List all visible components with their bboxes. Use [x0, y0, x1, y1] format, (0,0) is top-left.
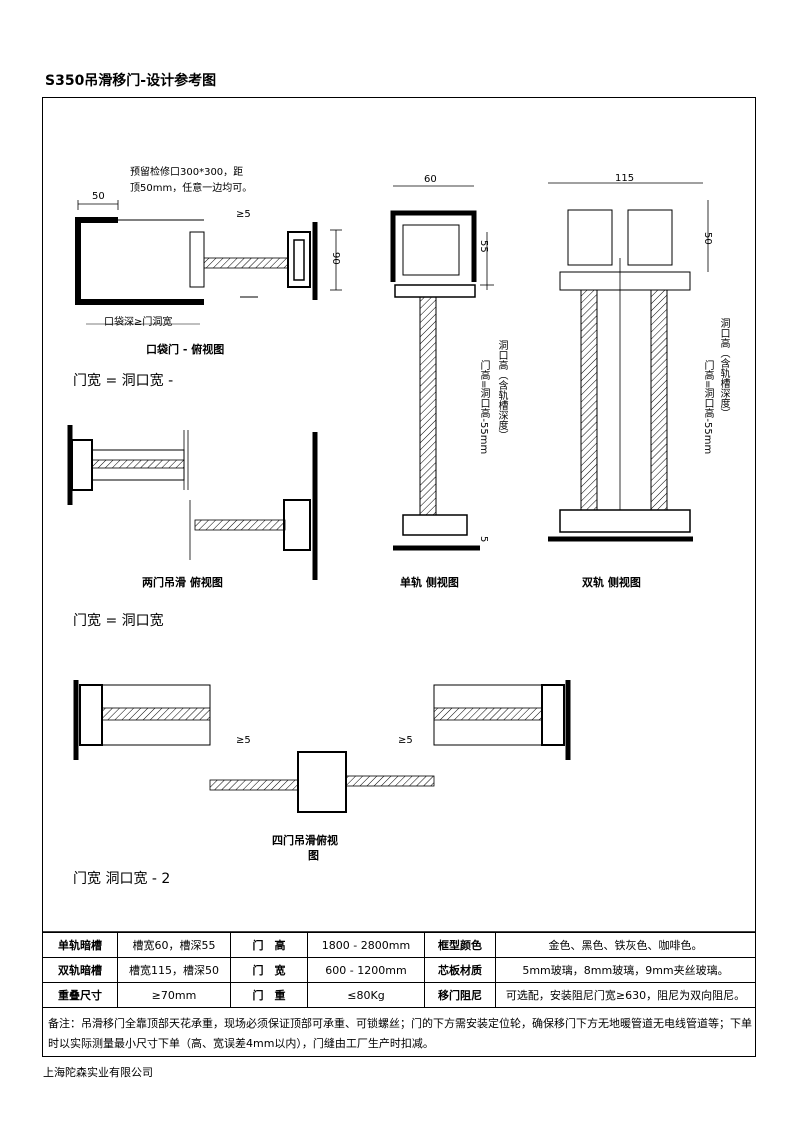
table-cell: 重叠尺寸 [42, 982, 118, 1008]
dim-label: 50 [702, 232, 713, 245]
dim-label: ≥5 [236, 209, 251, 220]
reserve-note-line-1: 预留检修口300*300，距 [130, 167, 244, 178]
double-rail-caption: 双轨 侧视图 [582, 576, 641, 589]
pocket-door-caption: 口袋门 - 俯视图 [146, 343, 225, 356]
double-rail-side-view [548, 182, 709, 542]
four-door-top-view [73, 680, 571, 813]
spec-table: 单轨暗槽 槽宽60，槽深55 门 高 1800 - 2800mm 框型颜色 金色… [42, 932, 756, 1008]
table-cell: 可选配，安装阻尼门宽≥630，阻尼为双向阻尼。 [495, 982, 756, 1008]
single-rail-side-view [390, 185, 494, 551]
dim-label: 5 [478, 536, 489, 543]
dim-label: 60 [424, 174, 437, 185]
dim-label: 115 [615, 173, 635, 184]
dim-label: ≥5 [236, 735, 251, 746]
table-cell: 移门阻尼 [424, 982, 496, 1008]
dim-label: 55 [478, 240, 489, 253]
two-door-top-view [67, 425, 318, 580]
drawing-frame [42, 97, 756, 1057]
page-title: S350吊滑移门-设计参考图 [45, 73, 217, 89]
table-cell: 双轨暗槽 [42, 957, 118, 983]
remarks: 备注：吊滑移门全靠顶部天花承重，现场必须保证顶部可承重、可锁螺丝；门的下方需安装… [48, 1017, 752, 1050]
table-cell: ≥70mm [117, 982, 231, 1008]
table-cell: 槽宽115，槽深50 [117, 957, 231, 983]
two-door-caption: 两门吊滑 俯视图 [142, 576, 223, 589]
four-door-formula: 门宽 洞口宽 - 2 [73, 871, 171, 887]
single-rail-opening-label: 洞口高（含轨槽深度） [496, 340, 507, 440]
table-cell: 门 重 [230, 982, 308, 1008]
company-name: 上海陀森实业有限公司 [43, 1066, 153, 1079]
reserve-note-line-2: 顶50mm，任意一边均可。 [130, 183, 253, 194]
table-cell: 门 宽 [230, 957, 308, 983]
table-cell: 600 - 1200mm [307, 957, 425, 983]
single-rail-height-label: 门高=洞口高-55mm [478, 360, 489, 455]
table-cell: 金色、黑色、铁灰色、咖啡色。 [495, 932, 756, 958]
double-rail-height-label: 门高=洞口高-55mm [702, 360, 713, 455]
table-cell: 门 高 [230, 932, 308, 958]
dim-label: ≥5 [398, 735, 413, 746]
table-row: 双轨暗槽 槽宽115，槽深50 门 宽 600 - 1200mm 芯板材质 5m… [42, 957, 756, 983]
table-row: 单轨暗槽 槽宽60，槽深55 门 高 1800 - 2800mm 框型颜色 金色… [42, 932, 756, 958]
table-cell: 1800 - 2800mm [307, 932, 425, 958]
double-rail-opening-label: 洞口高（含轨槽深度） [718, 318, 729, 418]
table-cell: 5mm玻璃，8mm玻璃，9mm夹丝玻璃。 [495, 957, 756, 983]
table-cell: ≤80Kg [307, 982, 425, 1008]
table-row: 重叠尺寸 ≥70mm 门 重 ≤80Kg 移门阻尼 可选配，安装阻尼门宽≥630… [42, 982, 756, 1008]
four-door-caption: 四门吊滑俯视 [272, 834, 338, 847]
pocket-depth-label: 口袋深≥门洞宽 [104, 317, 173, 328]
table-cell: 框型颜色 [424, 932, 496, 958]
two-door-formula: 门宽 = 洞口宽 [73, 613, 164, 629]
single-rail-caption: 单轨 侧视图 [400, 576, 459, 589]
table-cell: 槽宽60，槽深55 [117, 932, 231, 958]
table-cell: 单轨暗槽 [42, 932, 118, 958]
four-door-caption-cont: 图 [308, 849, 319, 862]
dim-label: 50 [92, 191, 105, 202]
pocket-door-top-view [75, 200, 342, 325]
pocket-door-formula: 门宽 = 洞口宽 - [73, 373, 174, 389]
dim-label: 90 [330, 252, 341, 265]
table-cell: 芯板材质 [424, 957, 496, 983]
